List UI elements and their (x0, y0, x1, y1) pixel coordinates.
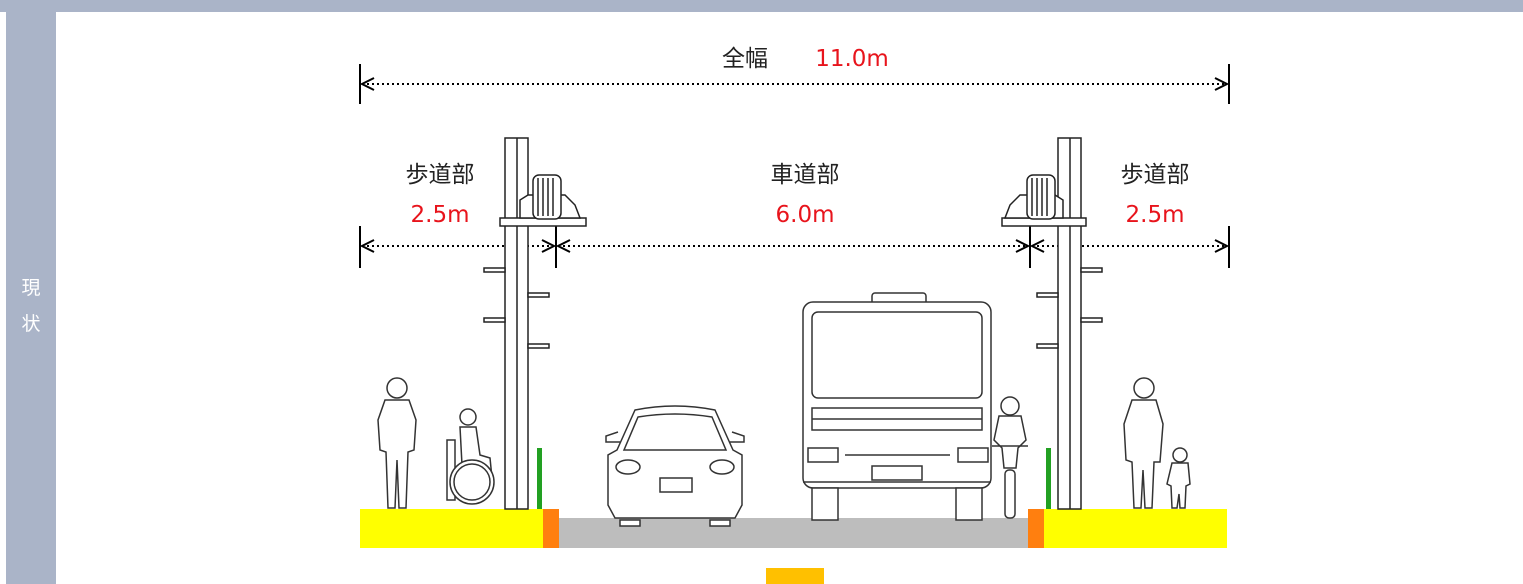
left-sidewalk (360, 509, 543, 548)
side-frame-bar: 現 状 (6, 12, 56, 584)
total-width-label: 全幅 (722, 46, 768, 72)
right-transformer-icon (1026, 174, 1056, 220)
left-barrier (537, 448, 542, 509)
total-width-dimension: 全幅 11.0m (359, 46, 1230, 104)
side-label-char-1: 現 (21, 277, 41, 299)
wheelchair-icon (446, 408, 495, 505)
roadway-label: 車道部 (771, 162, 840, 188)
left-curb (543, 509, 559, 548)
right-utility-pole-icon (1001, 137, 1103, 510)
total-width-value: 11.0m (815, 46, 889, 72)
left-utility-pole-icon (483, 137, 587, 510)
right-curb (1028, 509, 1044, 548)
left-transformer-icon (532, 174, 562, 220)
right-sidewalk-label: 歩道部 (1121, 162, 1190, 188)
left-sidewalk-width: 2.5m (411, 202, 470, 228)
bus-icon (802, 292, 992, 521)
pedestrian-with-child-icon (1123, 377, 1191, 509)
right-barrier (1046, 448, 1051, 509)
right-sidewalk-width: 2.5m (1126, 202, 1185, 228)
top-frame-bar (0, 0, 1523, 12)
side-label: 現 状 (6, 270, 56, 342)
right-sidewalk (1044, 509, 1227, 548)
pedestrian-icon (377, 377, 417, 509)
cyclist-icon (992, 396, 1028, 519)
roadway-width: 6.0m (776, 202, 835, 228)
side-label-char-2: 状 (21, 313, 41, 335)
section-dimensions: 歩道部 2.5m 車道部 6.0m 歩道部 2.5m (359, 162, 1230, 268)
left-sidewalk-label: 歩道部 (406, 162, 475, 188)
car-icon (605, 405, 745, 527)
road-surface (360, 448, 1227, 584)
center-marker (766, 568, 824, 584)
